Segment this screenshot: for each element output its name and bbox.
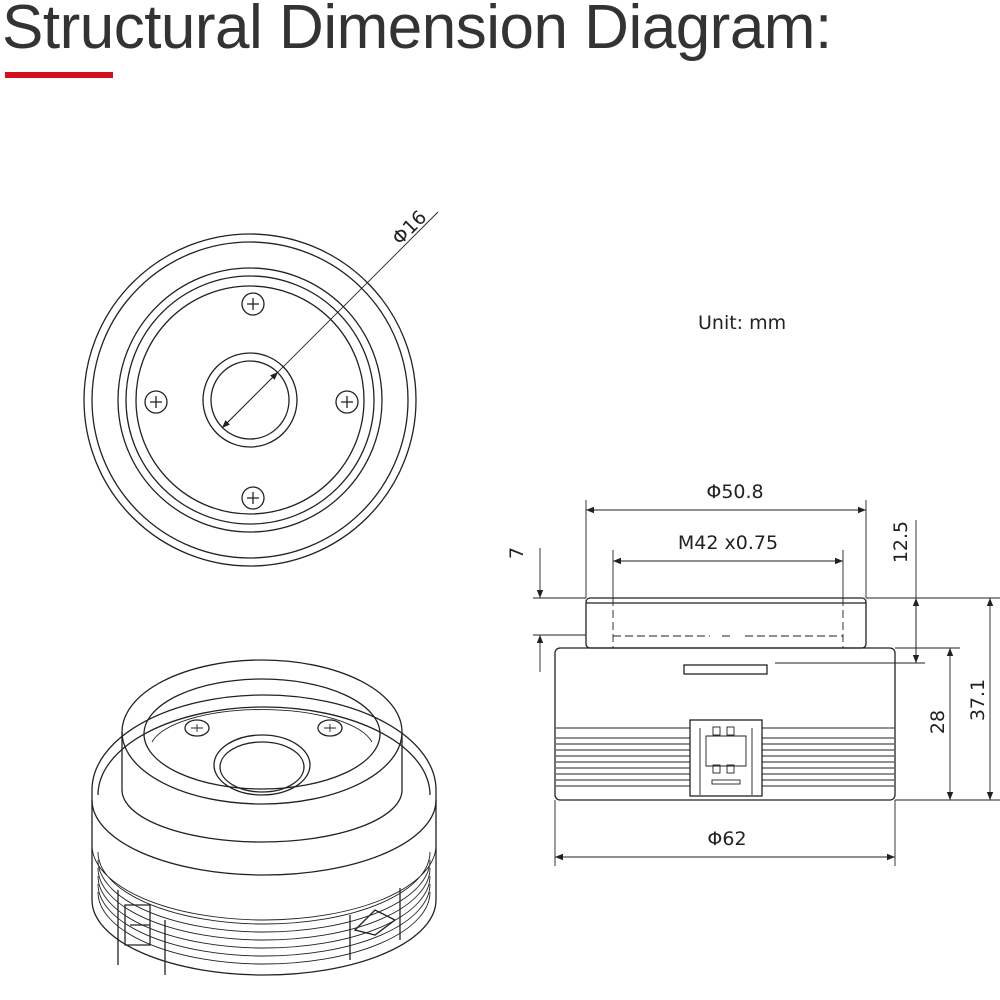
connector-port-icon [117,888,401,975]
usb-port-icon [689,719,763,797]
bore-diameter-label: Φ16 [388,206,431,249]
thread-label: M42 x0.75 [678,532,778,554]
total-height-label: 37.1 [967,679,989,721]
body-diameter-label: Φ62 [707,828,746,850]
title-underline [5,72,113,78]
isometric-view [91,659,437,976]
screw-icon [144,292,359,510]
top-view: Φ16 [83,206,439,567]
screw-icon [184,719,343,737]
flange-to-body-label: 12.5 [890,521,912,563]
unit-label: Unit: mm [698,312,786,334]
page-title: Structural Dimension Diagram: [2,0,832,62]
cooling-fins [556,727,894,787]
flange-diameter-label: Φ50.8 [706,481,763,503]
flange-height-label: 7 [506,547,528,559]
side-view: Φ50.8 M42 x0.75 Φ62 7 12.5 28 37.1 [506,481,1000,866]
body-height-label: 28 [927,710,949,734]
